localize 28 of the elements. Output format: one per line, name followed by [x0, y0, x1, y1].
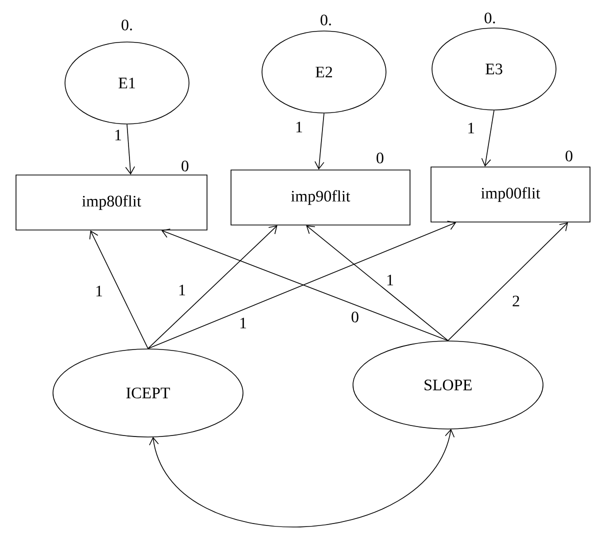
variable-box: imp90flit: [230, 170, 410, 226]
edge-label: 1: [240, 318, 246, 328]
edge-label: 1: [387, 274, 394, 286]
variable-box: imp00flit: [430, 166, 590, 222]
arrow: [125, 124, 135, 175]
arrow: [306, 225, 448, 341]
arrow: [148, 225, 278, 349]
edge-label: 2: [512, 296, 520, 306]
arrow: [481, 110, 494, 167]
arrow: [448, 222, 568, 341]
edge-label: 1: [115, 130, 122, 140]
edge-label: 0: [352, 312, 358, 322]
covariance-arrow: [149, 428, 455, 528]
arrow: [148, 220, 456, 349]
parameter-label: 0: [376, 152, 384, 164]
arrow: [314, 113, 324, 170]
edge-label: 1: [296, 122, 302, 132]
edge-label: 1: [468, 122, 474, 134]
parameter-label: 0: [182, 160, 188, 172]
variable-box: imp80flit: [16, 174, 208, 230]
edge-label: 1: [179, 284, 186, 296]
edge-label: 1: [96, 286, 102, 296]
parameter-label: 0.: [320, 14, 331, 26]
arrow: [161, 228, 448, 341]
parameter-label: 0: [566, 150, 572, 162]
arrow: [89, 230, 148, 349]
parameter-label: 0.: [484, 12, 495, 24]
parameter-label: 0.: [122, 20, 132, 30]
